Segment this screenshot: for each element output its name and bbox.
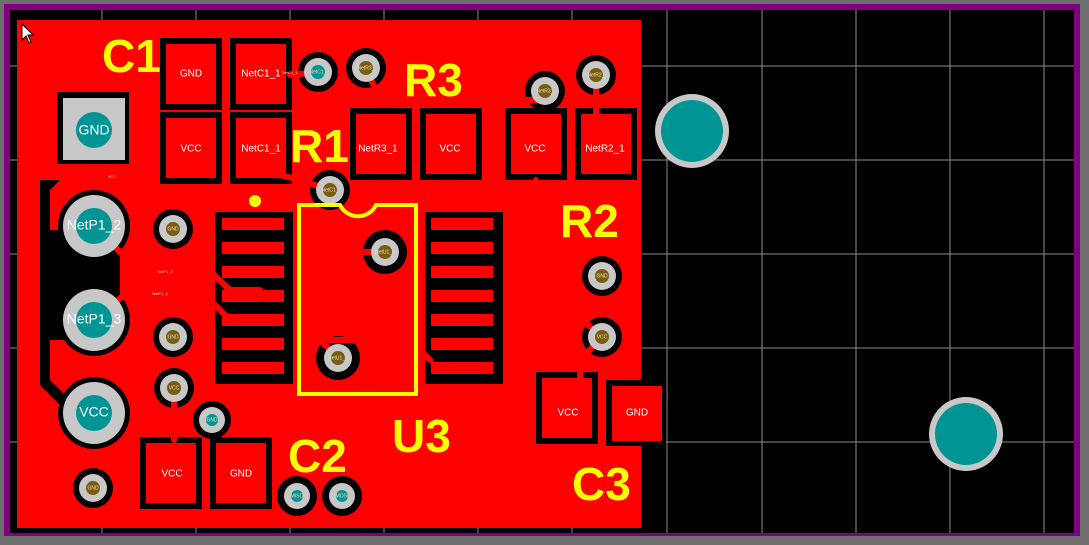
designator-u3: U3 [392,410,451,462]
pad-label: VCC [180,144,201,155]
trace-label: NetP1_3 [152,291,168,296]
via: VCC [588,323,616,351]
pad-label: VCC [439,144,460,155]
via: MOSI [329,483,355,509]
svg-text:GND: GND [596,273,608,279]
svg-text:VCC: VCC [169,385,180,391]
designator-c2: C2 [288,430,347,482]
pad-label: NetC1_1 [241,69,281,80]
pad-label: NetP1_2 [67,217,122,233]
mouse-cursor-icon [21,22,35,44]
via: NetU1_2 [371,238,399,266]
smd-pads [146,44,662,503]
svg-text:NetR3_: NetR3_ [537,88,554,94]
pad-label: GND [78,122,109,138]
via: NetC1_ [316,176,344,204]
svg-text:GND: GND [167,334,179,340]
via: GND [159,215,187,243]
pad-label: NetR3_1 [358,144,398,155]
pcb-canvas[interactable]: GND VCC NetC1_1 NetC1_1 NetR3_1 VCC VCC … [10,10,1074,533]
u3-silkscreen-outline [297,203,418,396]
svg-text:NetC1_: NetC1_ [322,187,339,193]
designator-r3: R3 [404,54,463,106]
svg-text:VCC: VCC [597,334,608,340]
u3-pads [222,218,493,374]
mounting-holes [655,94,1003,471]
pad-label: VCC [79,404,109,420]
connector-p1: GND NetP1_2 NetP1_3 VCC [63,98,125,444]
pin1-marker [249,195,261,207]
svg-text:GND: GND [87,485,99,491]
via: NetC1_ [304,58,332,86]
pad-label: GND [626,408,648,419]
pad-label: GND [180,69,202,80]
trace-label: NetC1_1 [282,70,299,75]
designator-r2: R2 [560,195,619,247]
via: GND [199,407,225,433]
designator-r1: R1 [290,120,349,172]
svg-text:NetR2_: NetR2_ [588,72,605,78]
via: NetR3_ [352,54,380,82]
trace-label: NetP1_2 [157,269,173,274]
via: NetU1_2 [324,344,352,372]
svg-text:NetU1_2: NetU1_2 [375,249,395,255]
pad-label: VCC [161,469,182,480]
via: GND [79,474,107,502]
pad-label: VCC [524,144,545,155]
via: NetR2_ [582,61,610,89]
trace-label: VCC [108,174,117,179]
via: VCC [160,374,188,402]
svg-text:NetU1_2: NetU1_2 [328,355,348,361]
designator-c3: C3 [572,458,631,510]
svg-text:MISO: MISO [291,493,304,499]
svg-text:GND: GND [167,226,179,232]
pad-label: GND [230,469,252,480]
pad-label: VCC [557,408,578,419]
svg-text:MOSI: MOSI [336,493,349,499]
svg-text:NetC1_: NetC1_ [310,69,327,75]
pad-label: NetP1_3 [67,311,122,327]
pad-label: NetR2_1 [585,144,625,155]
via: GND [159,323,187,351]
svg-text:NetR3_: NetR3_ [358,65,375,71]
designator-c1: C1 [102,30,161,82]
pcb-drawing[interactable]: GND VCC NetC1_1 NetC1_1 NetR3_1 VCC VCC … [10,10,1074,533]
vias: NetC1_ NetR3_ NetR3_ NetR2_ NetC1_ NetU1… [79,54,616,509]
via: NetR3_ [531,77,559,105]
svg-text:GND: GND [206,417,218,423]
pad-label: NetC1_1 [241,144,281,155]
via: MISO [284,483,310,509]
via: GND [588,262,616,290]
